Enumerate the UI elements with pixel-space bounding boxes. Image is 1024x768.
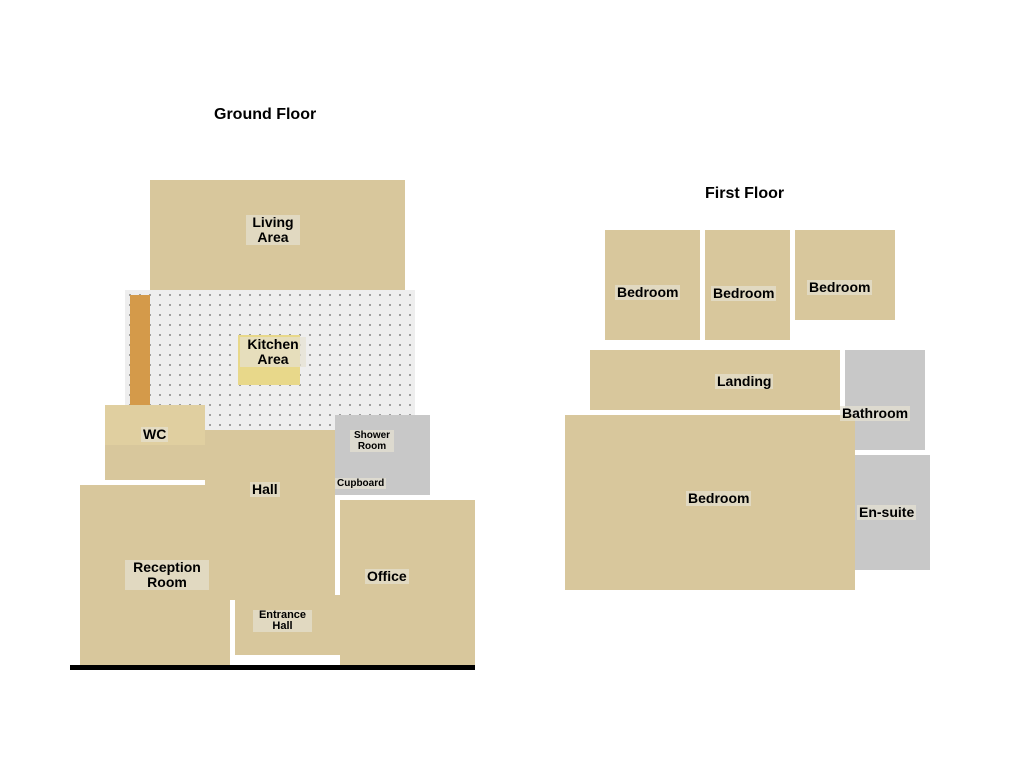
wall bbox=[70, 665, 475, 670]
cupboard bbox=[335, 460, 430, 495]
bathroom bbox=[845, 350, 925, 450]
label-bedroom-1: Bedroom bbox=[615, 284, 681, 300]
label-en-suite: En-suite bbox=[857, 504, 917, 520]
label-bathroom: Bathroom bbox=[840, 405, 911, 421]
bedroom-3 bbox=[795, 230, 895, 320]
label-office: Office bbox=[365, 568, 409, 584]
label-hall: Hall bbox=[250, 481, 280, 497]
label-shower-room: Shower Room bbox=[350, 430, 394, 452]
label-living-area: Living Area bbox=[246, 215, 300, 245]
label-wc: WC bbox=[141, 426, 169, 442]
label-master-bedroom: Bedroom bbox=[686, 490, 752, 506]
label-bedroom-3: Bedroom bbox=[807, 279, 873, 295]
bedroom-2 bbox=[705, 230, 790, 340]
kitchen-counter bbox=[130, 295, 150, 405]
office bbox=[340, 500, 475, 670]
stairs bbox=[105, 445, 205, 480]
label-bedroom-2: Bedroom bbox=[711, 285, 777, 301]
first-floor-title: First Floor bbox=[705, 185, 785, 202]
label-reception-room: Reception Room bbox=[125, 560, 209, 590]
label-kitchen-area: Kitchen Area bbox=[240, 337, 306, 367]
label-entrance-hall: Entrance Hall bbox=[253, 610, 312, 632]
label-cupboard: Cupboard bbox=[335, 478, 387, 489]
label-landing: Landing bbox=[715, 373, 774, 389]
ground-floor-title: Ground Floor bbox=[214, 106, 317, 123]
